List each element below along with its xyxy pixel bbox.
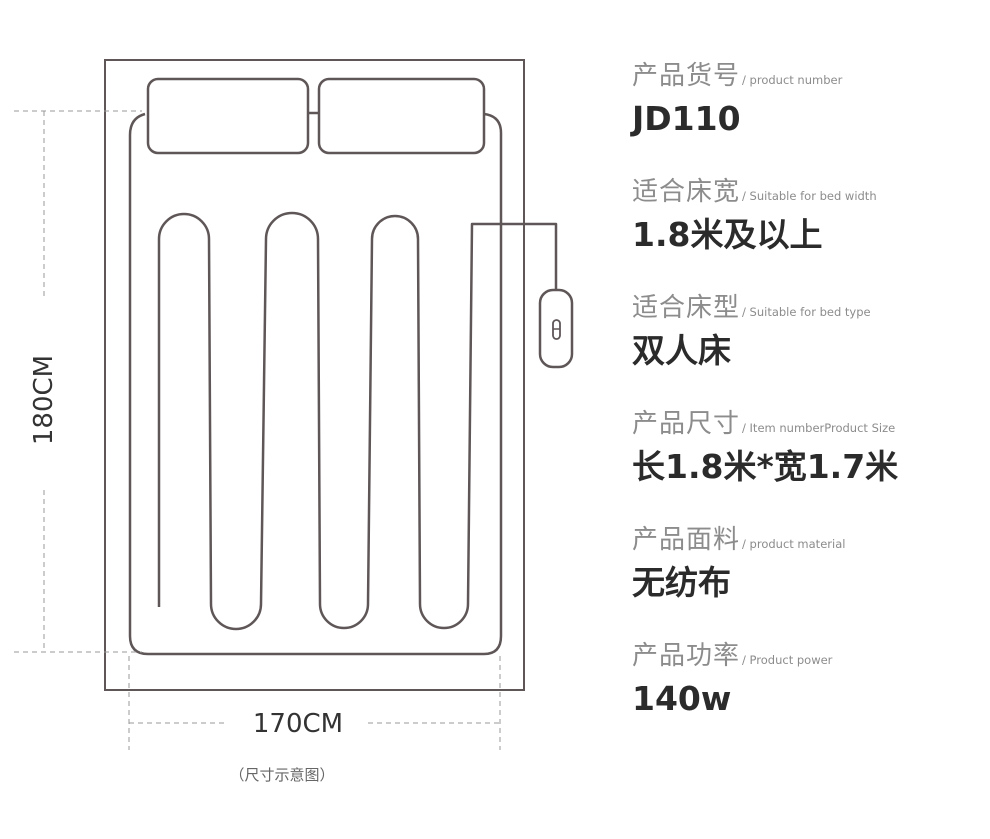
- spec-product-number: 产品货号/ product number JD110: [632, 55, 842, 135]
- spec-material: 产品面料/ product material 无纺布: [632, 519, 845, 599]
- spec-sublabel: / Suitable for bed type: [742, 305, 871, 319]
- height-label: 180CM: [29, 355, 59, 445]
- spec-label: 产品面料: [632, 525, 741, 555]
- spec-bed-width: 适合床宽/ Suitable for bed width 1.8米及以上: [632, 171, 877, 251]
- blanket-outline: [128, 112, 503, 656]
- pillow-right: [317, 77, 486, 155]
- heating-wire: [157, 211, 558, 631]
- spec-product-size: 产品尺寸/ Item numberProduct Size 长1.8米*宽1.7…: [632, 403, 898, 483]
- spec-label: 适合床宽: [632, 177, 741, 207]
- spec-value: 1.8米及以上: [632, 215, 823, 254]
- spec-sublabel: / Product power: [742, 653, 833, 667]
- spec-sublabel: / product material: [742, 537, 846, 551]
- diagram-caption: （尺寸示意图）: [229, 766, 334, 784]
- spec-sublabel: / Suitable for bed width: [742, 189, 877, 203]
- pillow-left: [146, 77, 310, 155]
- spec-value: 140w: [632, 679, 732, 718]
- spec-power: 产品功率/ Product power 140w: [632, 635, 832, 715]
- height-dimension: [14, 110, 142, 653]
- spec-sublabel: / product number: [742, 73, 843, 87]
- spec-label: 产品功率: [632, 641, 741, 671]
- width-label: 170CM: [253, 709, 343, 739]
- spec-label: 产品尺寸: [632, 409, 741, 439]
- spec-label: 产品货号: [632, 61, 741, 91]
- width-dimension: [128, 656, 501, 750]
- spec-value: JD110: [632, 99, 741, 138]
- spec-label: 适合床型: [632, 293, 741, 323]
- spec-value: 双人床: [632, 331, 731, 370]
- spec-value: 长1.8米*宽1.7米: [632, 447, 899, 486]
- bed-outline: [104, 59, 525, 691]
- spec-bed-type: 适合床型/ Suitable for bed type 双人床: [632, 287, 871, 367]
- spec-value: 无纺布: [632, 563, 731, 602]
- spec-sublabel: / Item numberProduct Size: [742, 421, 896, 435]
